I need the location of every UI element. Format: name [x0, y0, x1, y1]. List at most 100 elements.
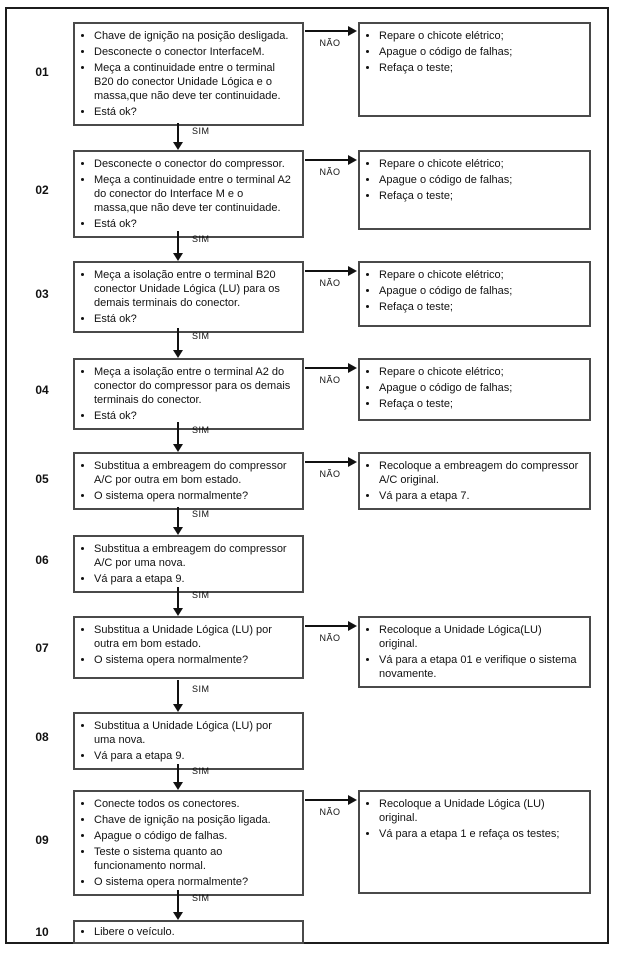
- bullet-item: Meça a continuidade entre o terminal A2 …: [94, 173, 296, 215]
- yes-label: SIM: [192, 766, 210, 776]
- yes-arrow: [173, 231, 183, 261]
- bullet-item: Vá para a etapa 1 e refaça os testes;: [379, 827, 583, 841]
- step-number: 04: [35, 382, 49, 397]
- no-arrow: [305, 266, 357, 276]
- checklist: Substitua a embreagem do compressor A/C …: [81, 459, 296, 503]
- step-main-box: Libere o veículo.: [73, 920, 304, 944]
- checklist: Libere o veículo.: [81, 925, 296, 939]
- bullet-item: Substitua a Unidade Lógica (LU) por uma …: [94, 719, 296, 747]
- step-main-box: Meça a isolação entre o terminal A2 do c…: [73, 358, 304, 430]
- bullet-item: Repare o chicote elétrico;: [379, 268, 583, 282]
- bullet-item: Vá para a etapa 9.: [94, 572, 296, 586]
- yes-arrow: [173, 507, 183, 535]
- no-action-box: Recoloque a Unidade Lógica(LU) original.…: [358, 616, 591, 688]
- no-arrow: [305, 155, 357, 165]
- checklist: Recoloque a embreagem do compressor A/C …: [366, 459, 583, 503]
- no-arrow: [305, 363, 357, 373]
- yes-arrow: [173, 890, 183, 920]
- bullet-item: Vá para a etapa 01 e verifique o sistema…: [379, 653, 583, 681]
- yes-label: SIM: [192, 893, 210, 903]
- bullet-item: O sistema opera normalmente?: [94, 653, 296, 667]
- no-label: NÃO: [319, 278, 341, 288]
- yes-label: SIM: [192, 509, 210, 519]
- bullet-item: Vá para a etapa 9.: [94, 749, 296, 763]
- bullet-item: Apague o código de falhas;: [379, 381, 583, 395]
- page-frame: [5, 7, 609, 944]
- yes-arrow: [173, 422, 183, 452]
- step-main-box: Substitua a Unidade Lógica (LU) por outr…: [73, 616, 304, 679]
- checklist: Chave de ignição na posição desligada. D…: [81, 29, 296, 119]
- bullet-item: Libere o veículo.: [94, 925, 296, 939]
- step-number: 07: [35, 640, 49, 655]
- no-arrow: [305, 26, 357, 36]
- step-number: 06: [35, 553, 49, 567]
- bullet-item: Repare o chicote elétrico;: [379, 29, 583, 43]
- yes-label: SIM: [192, 425, 210, 435]
- yes-arrow: [173, 328, 183, 358]
- bullet-item: Substitua a embreagem do compressor A/C …: [94, 542, 296, 570]
- step-main-box: Substitua a Unidade Lógica (LU) por uma …: [73, 712, 304, 770]
- bullet-item: Está ok?: [94, 312, 296, 326]
- checklist: Repare o chicote elétrico; Apague o códi…: [366, 268, 583, 314]
- yes-label: SIM: [192, 234, 210, 244]
- yes-arrow: [173, 123, 183, 150]
- checklist: Substitua a Unidade Lógica (LU) por uma …: [81, 719, 296, 763]
- yes-label: SIM: [192, 590, 210, 600]
- bullet-item: Apague o código de falhas;: [379, 173, 583, 187]
- no-action-box: Recoloque a Unidade Lógica (LU) original…: [358, 790, 591, 894]
- bullet-item: Vá para a etapa 7.: [379, 489, 583, 503]
- no-label: NÃO: [319, 375, 341, 385]
- bullet-item: Chave de ignição na posição ligada.: [94, 813, 296, 827]
- bullet-item: Está ok?: [94, 105, 296, 119]
- no-label: NÃO: [319, 167, 341, 177]
- step-number: 10: [35, 924, 49, 939]
- step-number: 03: [35, 287, 49, 301]
- bullet-item: Recoloque a embreagem do compressor A/C …: [379, 459, 583, 487]
- bullet-item: Substitua a Unidade Lógica (LU) por outr…: [94, 623, 296, 651]
- no-label: NÃO: [319, 807, 341, 817]
- step-number: 09: [35, 832, 49, 847]
- bullet-item: Está ok?: [94, 409, 296, 423]
- bullet-item: Repare o chicote elétrico;: [379, 365, 583, 379]
- yes-arrow: [173, 680, 183, 712]
- bullet-item: Repare o chicote elétrico;: [379, 157, 583, 171]
- bullet-item: Está ok?: [94, 217, 296, 231]
- bullet-item: Apague o código de falhas;: [379, 284, 583, 298]
- bullet-item: Refaça o teste;: [379, 61, 583, 75]
- step-main-box: Conecte todos os conectores. Chave de ig…: [73, 790, 304, 896]
- bullet-item: Meça a isolação entre o terminal B20 con…: [94, 268, 296, 310]
- checklist: Recoloque a Unidade Lógica(LU) original.…: [366, 623, 583, 681]
- checklist: Substitua a Unidade Lógica (LU) por outr…: [81, 623, 296, 667]
- step-number: 08: [35, 730, 49, 744]
- no-label: NÃO: [319, 38, 341, 48]
- step-main-box: Substitua a embreagem do compressor A/C …: [73, 452, 304, 510]
- yes-label: SIM: [192, 684, 210, 694]
- checklist: Recoloque a Unidade Lógica (LU) original…: [366, 797, 583, 841]
- no-action-box: Repare o chicote elétrico; Apague o códi…: [358, 22, 591, 117]
- no-arrow: [305, 621, 357, 631]
- bullet-item: O sistema opera normalmente?: [94, 489, 296, 503]
- checklist: Substitua a embreagem do compressor A/C …: [81, 542, 296, 586]
- yes-label: SIM: [192, 331, 210, 341]
- no-action-box: Recoloque a embreagem do compressor A/C …: [358, 452, 591, 510]
- no-action-box: Repare o chicote elétrico; Apague o códi…: [358, 150, 591, 230]
- step-main-box: Chave de ignição na posição desligada. D…: [73, 22, 304, 126]
- yes-label: SIM: [192, 126, 210, 136]
- checklist: Meça a isolação entre o terminal B20 con…: [81, 268, 296, 326]
- bullet-item: Recoloque a Unidade Lógica (LU) original…: [379, 797, 583, 825]
- bullet-item: Substitua a embreagem do compressor A/C …: [94, 459, 296, 487]
- bullet-item: Meça a isolação entre o terminal A2 do c…: [94, 365, 296, 407]
- step-number: 01: [35, 64, 49, 79]
- bullet-item: Apague o código de falhas.: [94, 829, 296, 843]
- bullet-item: Chave de ignição na posição desligada.: [94, 29, 296, 43]
- bullet-item: Teste o sistema quanto ao funcionamento …: [94, 845, 296, 873]
- no-arrow: [305, 457, 357, 467]
- checklist: Repare o chicote elétrico; Apague o códi…: [366, 365, 583, 411]
- bullet-item: Recoloque a Unidade Lógica(LU) original.: [379, 623, 583, 651]
- bullet-item: Desconecte o conector do compressor.: [94, 157, 296, 171]
- checklist: Meça a isolação entre o terminal A2 do c…: [81, 365, 296, 423]
- bullet-item: Apague o código de falhas;: [379, 45, 583, 59]
- step-main-box: Desconecte o conector do compressor. Meç…: [73, 150, 304, 238]
- bullet-item: Refaça o teste;: [379, 300, 583, 314]
